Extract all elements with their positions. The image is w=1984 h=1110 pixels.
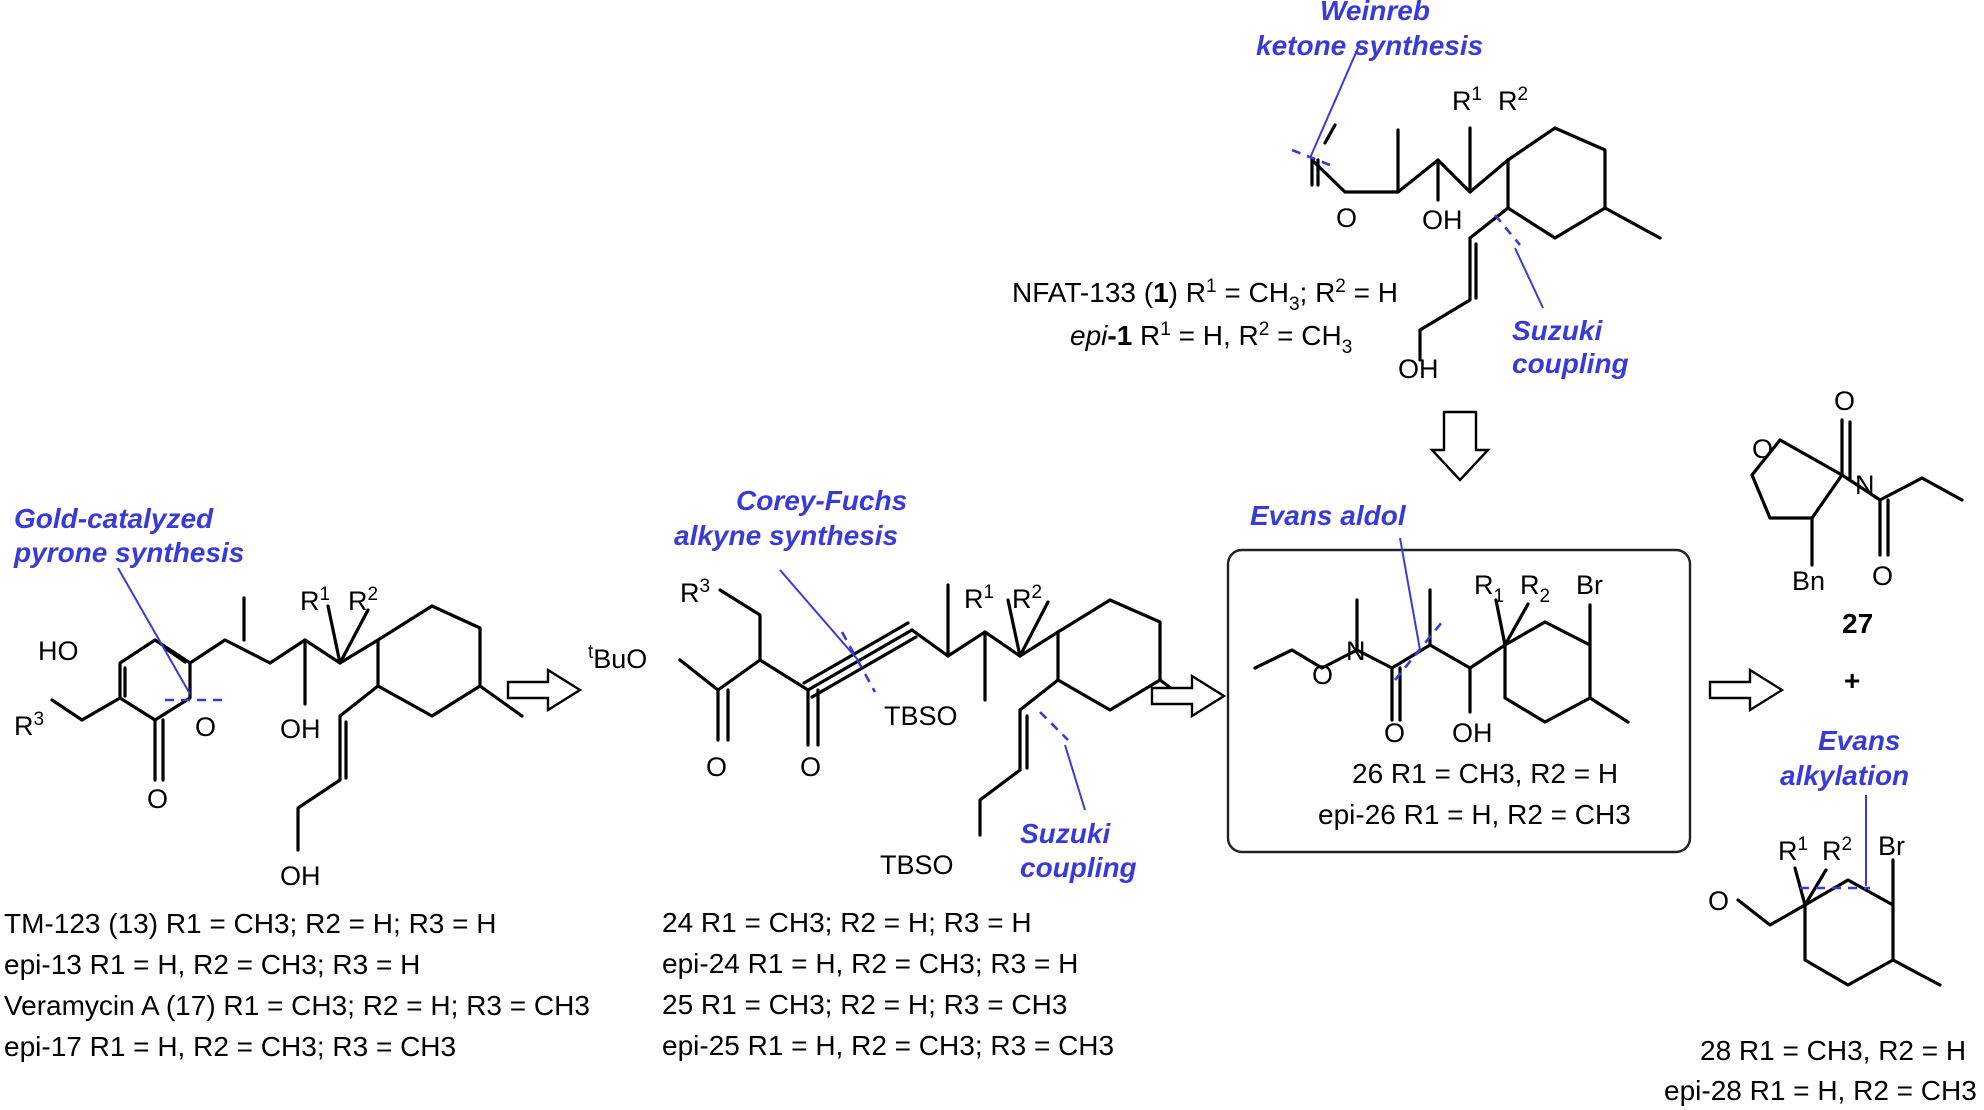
atom-O: O	[147, 784, 168, 814]
atom-Br: Br	[1576, 570, 1603, 600]
label-suzuki-top-2: coupling	[1512, 348, 1629, 379]
atom-r2: R2	[1822, 834, 1852, 866]
atom-r1: R1	[1452, 84, 1482, 116]
atom-N: N	[1346, 636, 1366, 666]
label-weinreb: Weinreb	[1320, 0, 1430, 26]
label-gold: Gold-catalyzed	[14, 503, 214, 534]
label-gold-2: pyrone synthesis	[13, 537, 244, 568]
atom-O: O	[1384, 718, 1405, 748]
caption-27: 27	[1842, 608, 1873, 639]
structure-28: O Br R1 R2 Evans alkylation 28 R1 = CH3,…	[1664, 725, 1977, 1106]
label-evans-alkylation-2: alkylation	[1780, 760, 1909, 791]
atom-r1: R1	[964, 582, 994, 614]
label-evans-alkylation: Evans	[1818, 725, 1901, 756]
atom-Bn: Bn	[1792, 566, 1825, 596]
highlight-box-26	[1226, 548, 1692, 854]
caption-epi-13: epi-13 R1 = H, R2 = CH3; R3 = H	[4, 949, 420, 980]
structure-26: O N O OH Br R1 R2 Evans aldol 26 R1 = CH…	[1250, 500, 1631, 830]
plus-sign: +	[1844, 665, 1860, 696]
structure-27: O O N O Bn 27 +	[1750, 386, 1964, 696]
caption-epi-1: epi-1 R1 = H, R2 = CH3	[1070, 319, 1352, 358]
label-corey: Corey-Fuchs	[736, 485, 907, 516]
label-suzuki-top: Suzuki	[1512, 315, 1603, 346]
label-evans-aldol: Evans aldol	[1250, 500, 1407, 531]
atom-O: O	[1834, 386, 1855, 416]
structure-nfat-133: O OH OH R1 R2 Weinreb ketone synthesis S…	[1012, 0, 1662, 384]
atom-r1: R1	[300, 584, 330, 616]
atom-O: O	[1752, 434, 1773, 464]
retro-arrow-down	[1429, 410, 1491, 482]
atom-tbso: TBSO	[884, 701, 958, 731]
atom-OH: OH	[1422, 205, 1463, 235]
atom-r3: R3	[14, 709, 44, 741]
atom-O: O	[1336, 203, 1357, 233]
caption-28: 28 R1 = CH3, R2 = H	[1700, 1035, 1966, 1066]
label-corey-2: alkyne synthesis	[674, 520, 898, 551]
caption-epi-24: epi-24 R1 = H, R2 = CH3; R3 = H	[662, 948, 1078, 979]
atom-N: N	[1855, 470, 1875, 500]
atom-r2: R2	[348, 584, 378, 616]
atom-OH: OH	[1398, 354, 1439, 384]
atom-O: O	[1312, 660, 1333, 690]
atom-O: O	[1708, 886, 1729, 916]
atom-HO: HO	[38, 636, 79, 666]
atom-Br: Br	[1878, 831, 1905, 861]
atom-tbso: TBSO	[880, 850, 954, 880]
caption-25: 25 R1 = CH3; R2 = H; R3 = CH3	[662, 989, 1067, 1020]
caption-nfat-133: NFAT-133 (1) R1 = CH3; R2 = H	[1012, 276, 1398, 315]
caption-veramycin-a: Veramycin A (17) R1 = CH3; R2 = H; R3 = …	[4, 990, 590, 1021]
atom-r2: R2	[1520, 570, 1550, 607]
atom-O: O	[195, 712, 216, 742]
label-suzuki-mid: Suzuki	[1020, 818, 1111, 849]
caption-epi-26: epi-26 R1 = H, R2 = CH3	[1318, 799, 1631, 830]
atom-OH: OH	[280, 714, 321, 744]
atom-O: O	[706, 752, 727, 782]
atom-OH: OH	[280, 861, 321, 891]
caption-epi-17: epi-17 R1 = H, R2 = CH3; R3 = CH3	[4, 1031, 456, 1062]
atom-r3: R3	[680, 576, 710, 608]
atom-OH: OH	[1452, 718, 1493, 748]
structure-24-25: R3 tBuO O O TBSO TBSO R1 R2 Corey-Fuchs …	[588, 485, 1202, 1061]
retro-arrow-2	[1150, 673, 1227, 719]
retro-arrow-1	[506, 667, 583, 713]
atom-r2: R2	[1012, 582, 1042, 614]
atom-O: O	[800, 752, 821, 782]
caption-26: 26 R1 = CH3, R2 = H	[1352, 758, 1618, 789]
caption-tm-123: TM-123 (13) R1 = CH3; R2 = H; R3 = H	[4, 908, 497, 939]
caption-epi-25: epi-25 R1 = H, R2 = CH3; R3 = CH3	[662, 1030, 1114, 1061]
caption-24: 24 R1 = CH3; R2 = H; R3 = H	[662, 907, 1032, 938]
atom-r2: R2	[1498, 84, 1528, 116]
atom-tbuo: tBuO	[588, 642, 647, 674]
caption-epi-28: epi-28 R1 = H, R2 = CH3	[1664, 1075, 1977, 1106]
label-weinreb-2: ketone synthesis	[1256, 30, 1483, 61]
structure-tm-123: HO O O OH OH R3 R1 R2 Gold-catalyzed pyr…	[4, 503, 590, 1062]
atom-r1: R1	[1474, 570, 1504, 607]
label-suzuki-mid-2: coupling	[1020, 852, 1137, 883]
retro-arrow-3	[1708, 667, 1785, 713]
atom-O: O	[1872, 561, 1893, 591]
atom-r1: R1	[1778, 834, 1808, 866]
